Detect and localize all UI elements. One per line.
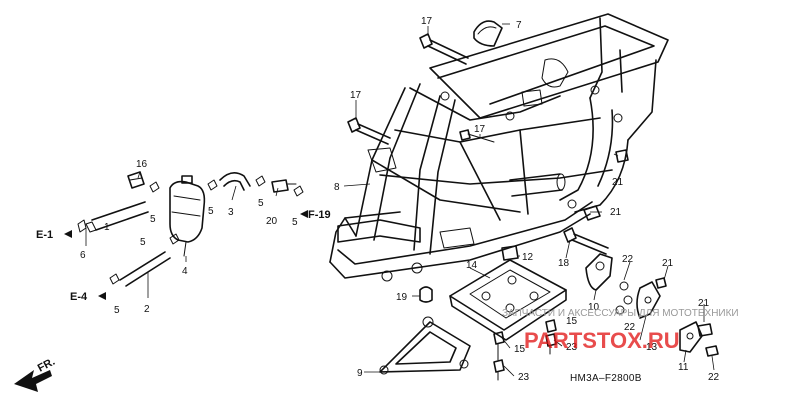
guard-plate-9 (379, 316, 471, 375)
watermark-brand: PARTSTOX.RU (524, 328, 680, 353)
bracket-13 (636, 281, 661, 319)
bolt-23-a (493, 359, 505, 381)
ref-f-19: F-19 (308, 209, 331, 221)
hose-clamps (109, 175, 304, 285)
leader-lines (85, 23, 715, 377)
callout-13: 13 (646, 342, 658, 353)
watermark-tagline: ЗАПЧАСТИ И АКСЕССУАРЫ ДЛЯ МОТОТЕХНИКИ (502, 308, 739, 319)
callout-3: 3 (228, 207, 234, 218)
frame-body (329, 13, 669, 282)
drain-tube-2 (119, 251, 171, 287)
nut-21-d (697, 323, 713, 337)
ref-e-1: E-1 (36, 229, 53, 241)
bolt-17-mid (459, 129, 495, 143)
callout-16: 16 (136, 159, 148, 170)
callout-7: 7 (516, 20, 522, 31)
mount-clamp-7 (473, 20, 503, 47)
callout-17-left: 17 (350, 90, 362, 101)
callout-14: 14 (466, 260, 478, 271)
callout-23-b: 23 (566, 342, 578, 353)
callout-18: 18 (558, 258, 570, 269)
callout-17-mid: 17 (474, 124, 486, 135)
callout-21-c: 21 (662, 258, 674, 269)
callout-5-e: 5 (140, 237, 146, 248)
callout-12: 12 (522, 252, 534, 263)
nut-21-c (655, 277, 667, 289)
callout-11: 11 (678, 362, 689, 373)
front-direction-arrow (14, 370, 52, 392)
nut-21-a (615, 149, 629, 163)
ref-e-4: E-4 (70, 291, 88, 303)
callout-5-d: 5 (292, 217, 298, 228)
callout-22-b: 22 (624, 322, 636, 333)
collar-22 (615, 281, 633, 315)
callout-20: 20 (266, 216, 278, 227)
callout-1: 1 (104, 222, 110, 233)
callout-21-a: 21 (612, 177, 624, 188)
callout-4: 4 (182, 266, 188, 277)
cushion-12 (501, 245, 519, 261)
callout-5-b: 5 (208, 206, 214, 217)
callout-22-c: 22 (708, 372, 720, 383)
callout-22-a: 22 (622, 254, 634, 265)
diagram-code: HM3A–F2800B (570, 373, 642, 384)
bracket-11 (679, 321, 703, 353)
watermark: ЗАПЧАСТИ И АКСЕССУАРЫ ДЛЯ МОТОТЕХНИКИ PA… (502, 308, 739, 353)
bolt-23-b (545, 333, 557, 355)
cushion-19 (419, 286, 433, 303)
direction-label: FR. (36, 356, 57, 375)
bolt-22 (705, 345, 719, 357)
callout-15-a: 15 (514, 344, 526, 355)
bolt-18 (563, 227, 609, 255)
breather-tube-1 (85, 201, 149, 233)
nut-21-b (583, 205, 601, 221)
clip-6 (77, 219, 87, 233)
callout-21-b: 21 (610, 207, 622, 218)
skid-plate-14 (449, 259, 567, 341)
callout-10: 10 (588, 302, 600, 313)
callout-8: 8 (334, 182, 340, 193)
fitting-20 (271, 179, 297, 193)
callout-2: 2 (144, 304, 150, 315)
reservoir-tank (169, 175, 206, 257)
bolt-17-top (419, 33, 469, 65)
reference-labels: E-1 E-4 F-19 (36, 209, 331, 303)
bolt-16 (127, 171, 145, 189)
bolt-17-left (347, 117, 391, 145)
callout-6: 6 (80, 250, 86, 261)
bolt-15-b (545, 319, 557, 333)
callout-9: 9 (357, 368, 363, 379)
bolt-15-a (493, 331, 505, 361)
callout-15-b: 15 (566, 316, 578, 327)
callout-23-a: 23 (518, 372, 530, 383)
bracket-10 (585, 253, 613, 291)
callout-5-c: 5 (258, 198, 264, 209)
hose-3 (219, 172, 251, 191)
callout-21-d: 21 (698, 298, 710, 309)
callout-5-a: 5 (150, 214, 156, 225)
callout-17-top: 17 (421, 16, 433, 27)
callout-numbers: 1 2 3 4 5 5 5 5 5 5 6 7 8 9 10 11 12 13 … (80, 16, 720, 383)
callout-19: 19 (396, 292, 408, 303)
callout-5-f: 5 (114, 305, 120, 316)
